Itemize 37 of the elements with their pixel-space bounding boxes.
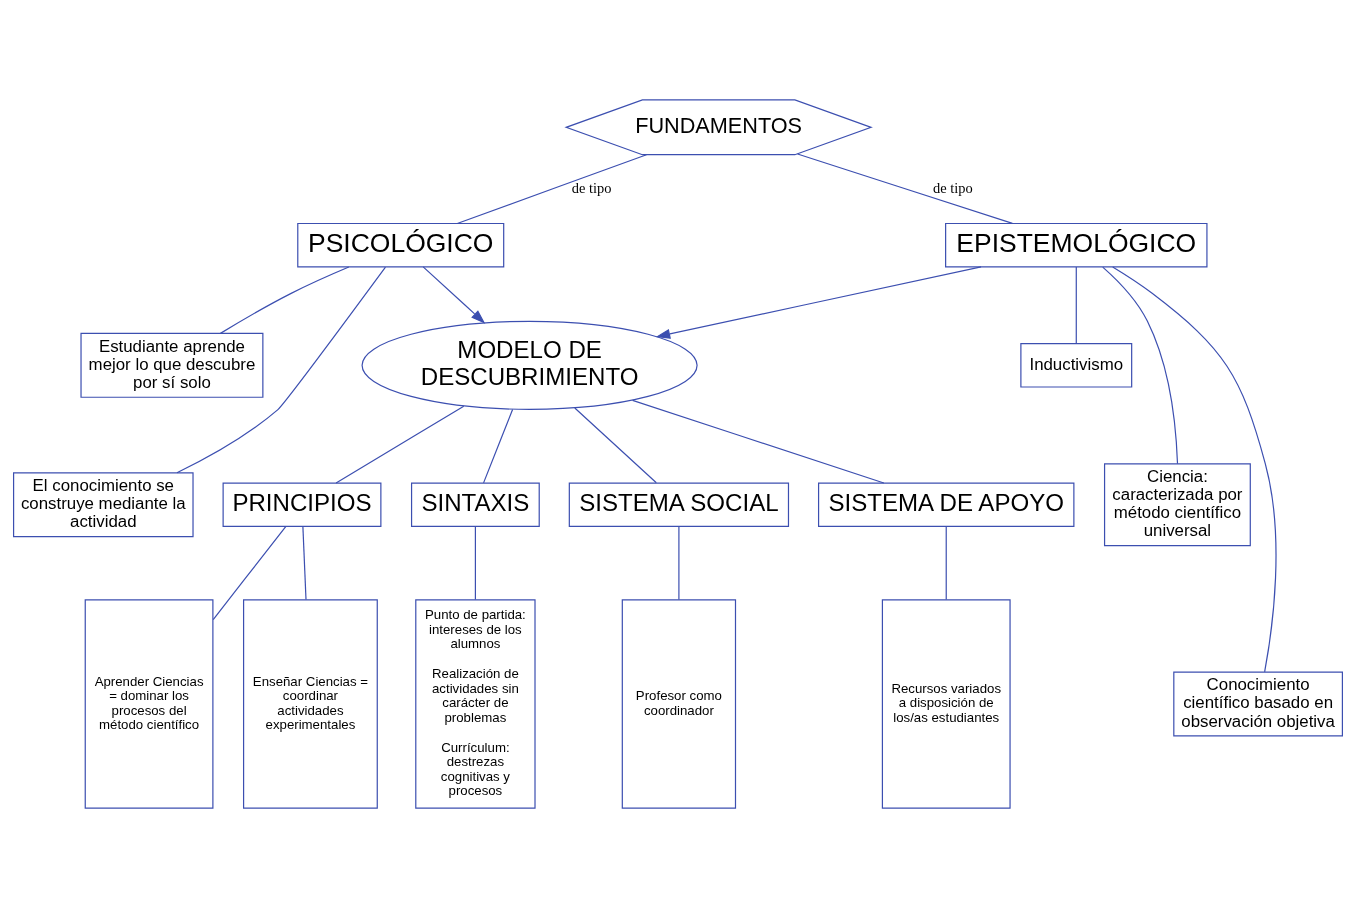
node-box: SISTEMA DE APOYO	[818, 481, 1075, 527]
arrow	[422, 265, 486, 324]
node-box: EPISTEMOLÓGICO	[945, 222, 1208, 267]
node-box: Aprender Ciencias = dominar los procesos del método científico	[84, 598, 214, 809]
connector	[482, 408, 514, 483]
node-box: Recursos variados a disposición de los/as estudiantes	[881, 598, 1011, 809]
connector	[456, 153, 648, 224]
connector	[1075, 265, 1077, 344]
node-box: Estudiante aprende mejor lo que descubre por sí solo	[80, 332, 264, 398]
connector	[632, 399, 885, 484]
node-box: Ciencia: caracterizada por método científico universal	[1104, 462, 1251, 546]
edge-label: de tipo	[933, 179, 973, 196]
connector	[176, 266, 387, 473]
node-box: El conocimiento se construye mediante la actividad	[13, 471, 194, 537]
connector	[678, 525, 680, 600]
connector	[212, 525, 287, 620]
node-box: Enseñar Ciencias = coordinar actividades experimentales	[243, 598, 378, 809]
connector	[1112, 265, 1277, 673]
connector	[796, 152, 1014, 224]
node-box: Profesor como coordinador	[621, 598, 737, 809]
connector	[219, 265, 350, 334]
node-box: PSICOLÓGICO	[297, 222, 505, 267]
node-box: SISTEMA SOCIAL	[568, 481, 790, 527]
edge-label: de tipo	[571, 179, 612, 196]
node-box: SINTAXIS	[410, 481, 540, 527]
node-box: Conocimiento científico basado en observación objetiva	[1173, 671, 1343, 737]
connector	[302, 525, 307, 600]
connector	[945, 525, 947, 600]
connector	[474, 525, 476, 600]
connector	[335, 405, 465, 484]
node-box: Punto de partida: intereses de los alumnos Realización de actividades sin carácter de problemas Currículum: destrezas cognitivas y procesos	[415, 598, 536, 809]
node-box: PRINCIPIOS	[222, 481, 382, 527]
connector	[574, 406, 657, 483]
node-box: Inductivismo	[1020, 342, 1133, 388]
connector	[1102, 266, 1179, 464]
arrow	[655, 265, 982, 339]
node-ellipse: MODELO DE DESCUBRIMIENTO	[361, 320, 698, 410]
